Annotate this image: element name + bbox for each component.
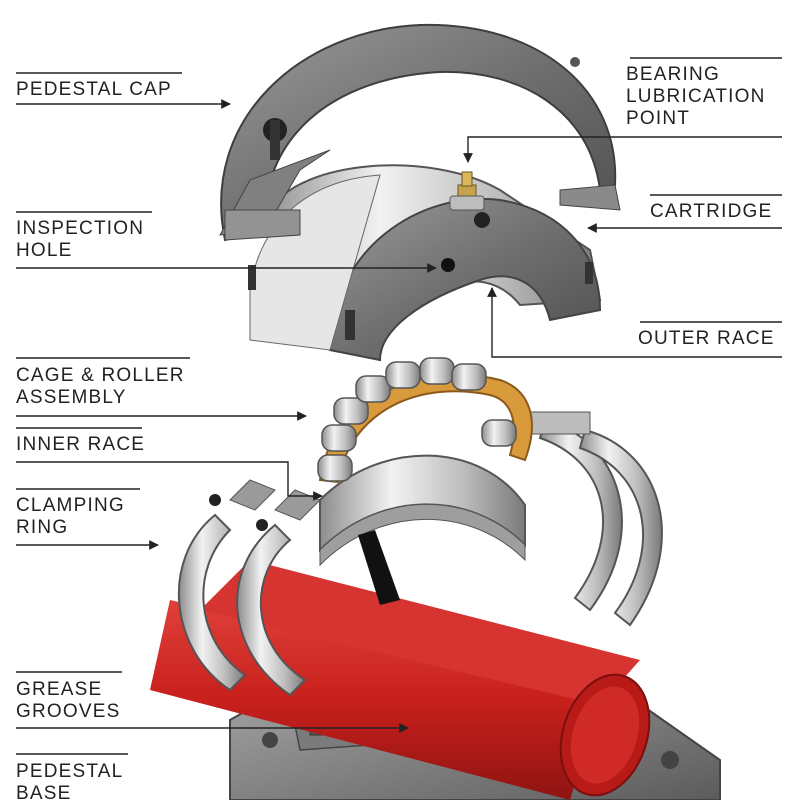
cartridge-part <box>248 164 602 362</box>
clamping-ring-left <box>177 479 321 697</box>
label-outer-race: OUTER RACE <box>638 328 775 349</box>
pedestal-cap-part <box>219 23 621 242</box>
label-cartridge: CARTRIDGE <box>650 201 773 222</box>
cage-roller-part <box>317 357 533 484</box>
label-pedestal-cap: PEDESTAL CAP <box>16 79 172 100</box>
label-cage-roller-assembly: CAGE & ROLLER ASSEMBLY <box>16 365 185 408</box>
inner-race-part <box>319 454 526 605</box>
clamping-ring-right <box>529 411 663 627</box>
label-clamping-ring: CLAMPING RING <box>16 495 125 538</box>
label-bearing-lubrication-point: BEARING LUBRICATION POINT <box>626 64 766 129</box>
lubrication-nipple <box>449 171 485 211</box>
label-grease-grooves: GREASE GROOVES <box>16 679 121 722</box>
leader-lines <box>16 57 782 755</box>
label-inner-race: INNER RACE <box>16 434 146 455</box>
label-pedestal-base: PEDESTAL BASE <box>16 761 124 804</box>
label-inspection-hole: INSPECTION HOLE <box>16 218 145 261</box>
